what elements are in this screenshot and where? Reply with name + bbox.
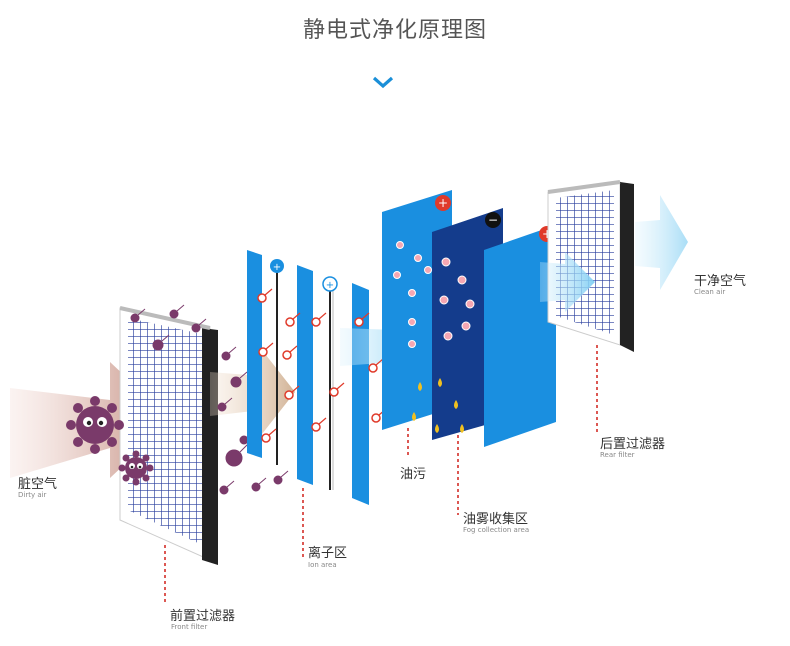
oil-drop-icon (412, 378, 464, 433)
germ-icon (66, 396, 124, 454)
dirty-air-label: 脏空气 (18, 477, 58, 492)
front-filter-label-en: Front filter (171, 623, 208, 631)
collected-particle-group (393, 241, 475, 348)
ion-plate-1 (247, 250, 262, 458)
plus-sign-icon: + (326, 280, 334, 291)
ion-zone-label: 离子区 (308, 546, 348, 561)
collector-plate-positive-2: + (484, 225, 556, 447)
front-filter (119, 306, 218, 565)
particle-group (217, 346, 289, 495)
plus-sign-icon: + (542, 227, 552, 241)
air-flow-arrow (540, 252, 595, 312)
ion-plate-3 (352, 283, 369, 505)
particle-group (130, 304, 207, 351)
guide-lines (164, 345, 598, 602)
ion-wire-2: + (322, 276, 338, 490)
fog-area-label-en: Fog collection area (463, 526, 530, 534)
germ-icon (118, 450, 154, 486)
clean-air-arrow (635, 195, 688, 290)
front-filter-label: 前置过滤器 (170, 609, 236, 624)
chevron-down-icon (372, 76, 394, 89)
ion-plate-2 (297, 265, 313, 485)
rear-filter-label: 后置过滤器 (600, 437, 666, 452)
plus-sign-icon: + (438, 196, 448, 210)
clean-air-label: 干净空气 (694, 274, 747, 289)
ion-zone-label-en: Ion area (308, 561, 337, 569)
fog-area-label: 油雾收集区 (463, 512, 529, 527)
plus-sign-icon: + (273, 262, 281, 273)
page-title: 静电式净化原理图 (302, 18, 487, 43)
rear-filter-label-en: Rear filter (600, 451, 635, 459)
ion-wire-1: + (270, 259, 284, 465)
minus-sign-icon: − (488, 213, 498, 227)
oil-stain-label: 油污 (400, 467, 427, 482)
dirty-air-label-en: Dirty air (18, 491, 47, 499)
clean-air-label-en: Clean air (694, 288, 726, 296)
